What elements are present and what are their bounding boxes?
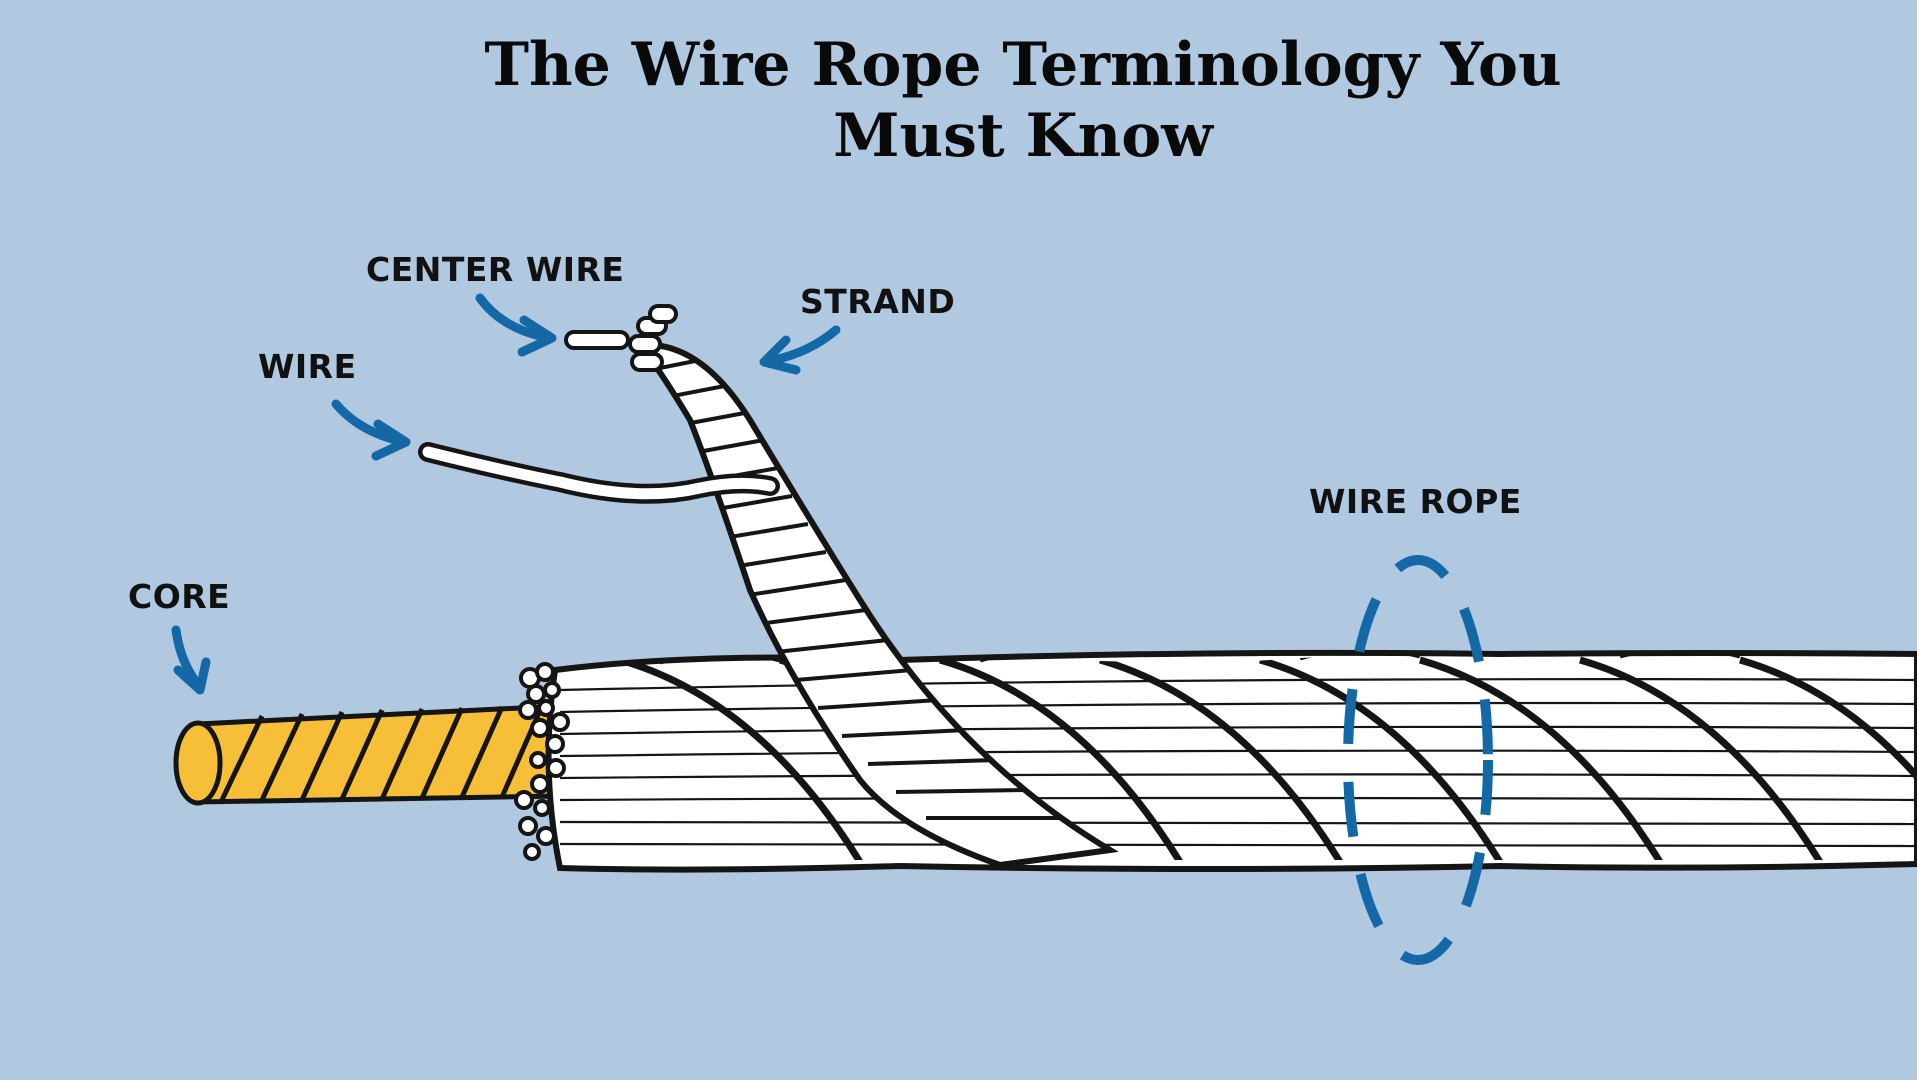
arrow-core	[171, 625, 211, 695]
arrow-center-wire	[475, 293, 557, 357]
page-title: The Wire Rope Terminology You Must Know	[0, 30, 1917, 172]
strand-ends	[514, 662, 570, 861]
pointer-arrows	[171, 293, 841, 695]
core-rope	[173, 703, 563, 806]
label-center-wire: CENTER WIRE	[366, 250, 625, 289]
label-core: CORE	[128, 577, 231, 616]
core-end	[173, 720, 223, 806]
label-wire-rope: WIRE ROPE	[1309, 482, 1522, 521]
label-strand: STRAND	[800, 282, 956, 321]
center-wire	[564, 330, 630, 350]
arrow-wire	[331, 399, 411, 461]
wire-rope-cross-section-marker	[1343, 555, 1493, 965]
title-line-1: The Wire Rope Terminology You	[484, 30, 1562, 100]
label-wire: WIRE	[258, 347, 357, 386]
single-wire	[418, 442, 780, 504]
arrow-strand	[759, 325, 841, 375]
wire-rope-body	[514, 649, 1917, 873]
title-line-2: Must Know	[833, 101, 1213, 171]
